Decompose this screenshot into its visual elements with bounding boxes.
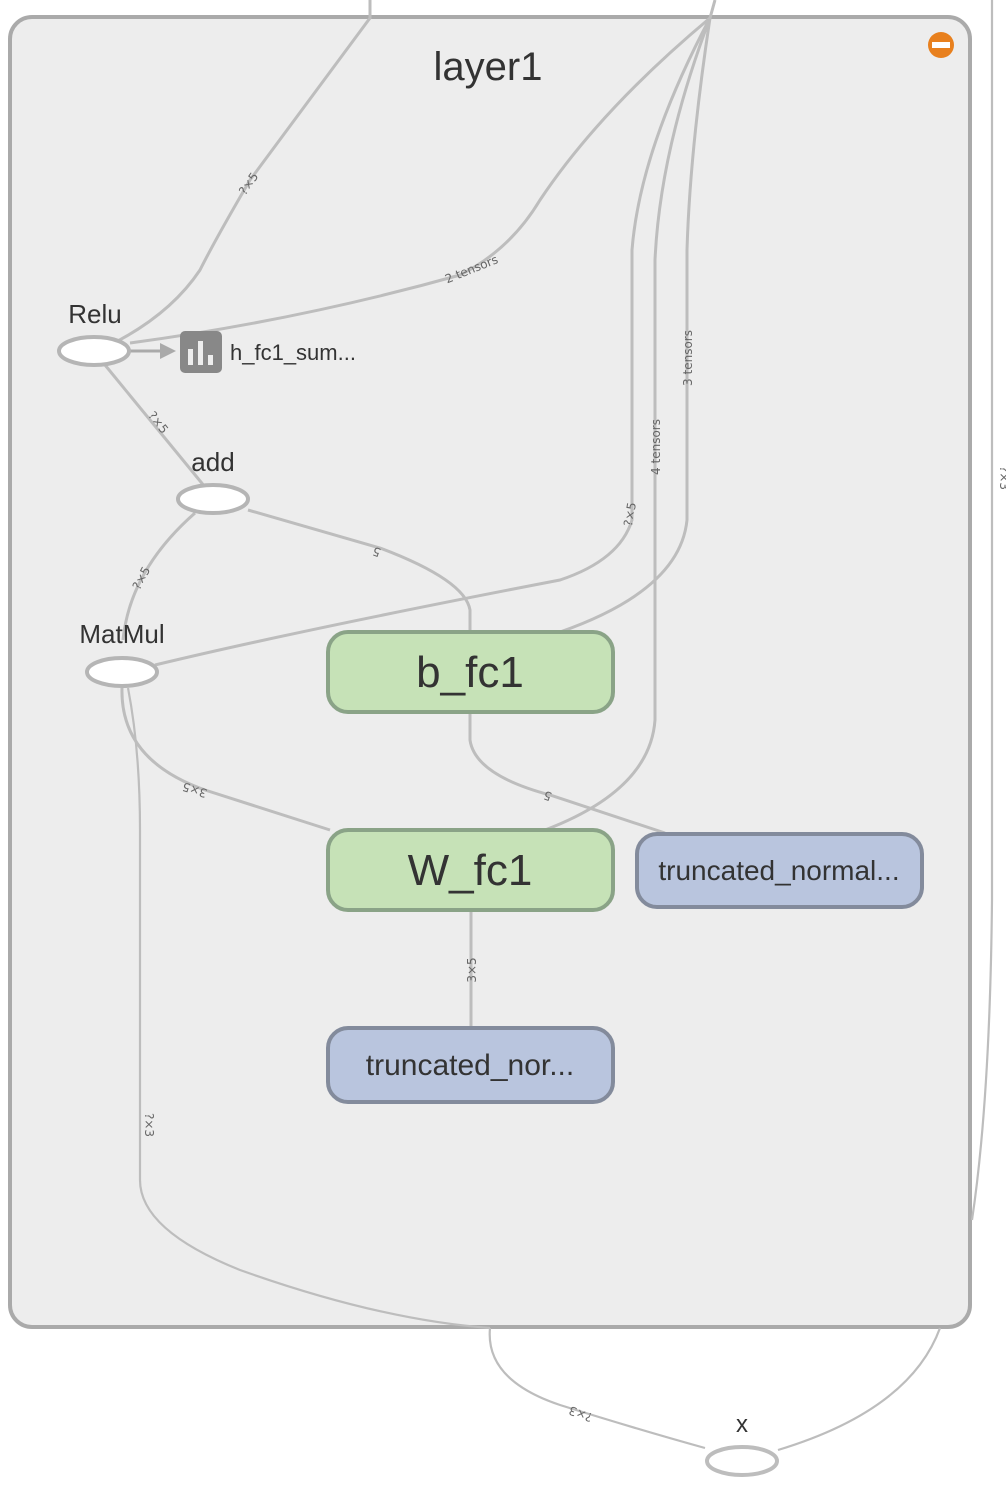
node-truncated-normal-1-box[interactable] — [635, 832, 924, 909]
node-summary-label: h_fc1_sum... — [230, 340, 356, 365]
node-relu-label: Relu — [68, 299, 121, 329]
node-x[interactable]: x — [705, 1411, 779, 1477]
edge-matmul-x — [126, 687, 491, 1330]
edge-label-w-trunc: 3×5 — [465, 957, 479, 982]
node-matmul[interactable]: MatMul — [79, 619, 165, 688]
node-w-fc1[interactable]: W_fc1 — [326, 828, 615, 912]
edge-label-matmul-x: ?×3 — [142, 1113, 156, 1137]
node-matmul-ellipse[interactable] — [85, 656, 159, 688]
group-title: layer1 — [434, 45, 543, 89]
node-w-fc1-box[interactable] — [326, 828, 615, 912]
edge-matmul-out — [154, 17, 712, 667]
node-matmul-label: MatMul — [79, 619, 164, 649]
edge-label-three-tensors: 3 tensors — [681, 330, 695, 386]
edge-three-tensors — [559, 17, 712, 634]
edge-label-x-right: ?×3 — [997, 466, 1006, 490]
bar-chart-bar — [198, 341, 203, 365]
node-truncated-normal-2[interactable]: truncated_nor... — [326, 1026, 615, 1104]
node-relu-ellipse[interactable] — [57, 335, 131, 367]
edge-bias-trunc — [468, 712, 666, 835]
node-w-fc1-label: W_fc1 — [408, 846, 533, 895]
node-truncated-normal-1-label: truncated_normal... — [658, 855, 899, 886]
node-b-fc1[interactable]: b_fc1 — [326, 630, 615, 714]
edge-add-matmul — [121, 511, 196, 641]
edge-label-x-in: ?×3 — [567, 1403, 594, 1424]
node-truncated-normal-2-label: truncated_nor... — [366, 1049, 574, 1082]
node-b-fc1-label: b_fc1 — [416, 648, 524, 697]
node-add-label: add — [191, 447, 234, 477]
edge-x-right — [777, 1327, 942, 1452]
minus-bar — [932, 42, 950, 48]
node-b-fc1-box[interactable] — [326, 630, 615, 714]
edge-label-bias-trunc: 5 — [542, 788, 554, 804]
node-add[interactable]: add — [176, 447, 250, 515]
node-add-ellipse[interactable] — [176, 483, 250, 515]
edge-label-matmul-out: ?×5 — [621, 501, 639, 527]
edge-x-in — [488, 1327, 706, 1450]
edge-relu-add — [103, 364, 207, 488]
arrow-head-icon — [160, 343, 176, 359]
node-truncated-normal-1[interactable]: truncated_normal... — [635, 832, 924, 909]
edge-two-tensors — [129, 0, 717, 345]
edge-x-right-external — [970, 0, 994, 1221]
node-relu[interactable]: Relu — [57, 299, 131, 367]
bar-chart-bar — [208, 355, 213, 365]
edge-add-bias — [247, 508, 472, 632]
node-summary[interactable]: h_fc1_sum... — [180, 331, 356, 373]
edge-label-add-bias: 5 — [371, 544, 383, 560]
edge-relu-out — [109, 0, 372, 347]
node-x-label: x — [736, 1411, 748, 1438]
node-x-ellipse[interactable] — [705, 1445, 779, 1477]
node-truncated-normal-2-box[interactable] — [326, 1026, 615, 1104]
collapse-button[interactable] — [928, 32, 954, 58]
edge-label-four-tensors: 4 tensors — [649, 419, 663, 475]
edge-four-tensors — [544, 17, 712, 832]
bar-chart-bar — [188, 349, 193, 365]
edge-matmul-w — [120, 687, 331, 832]
